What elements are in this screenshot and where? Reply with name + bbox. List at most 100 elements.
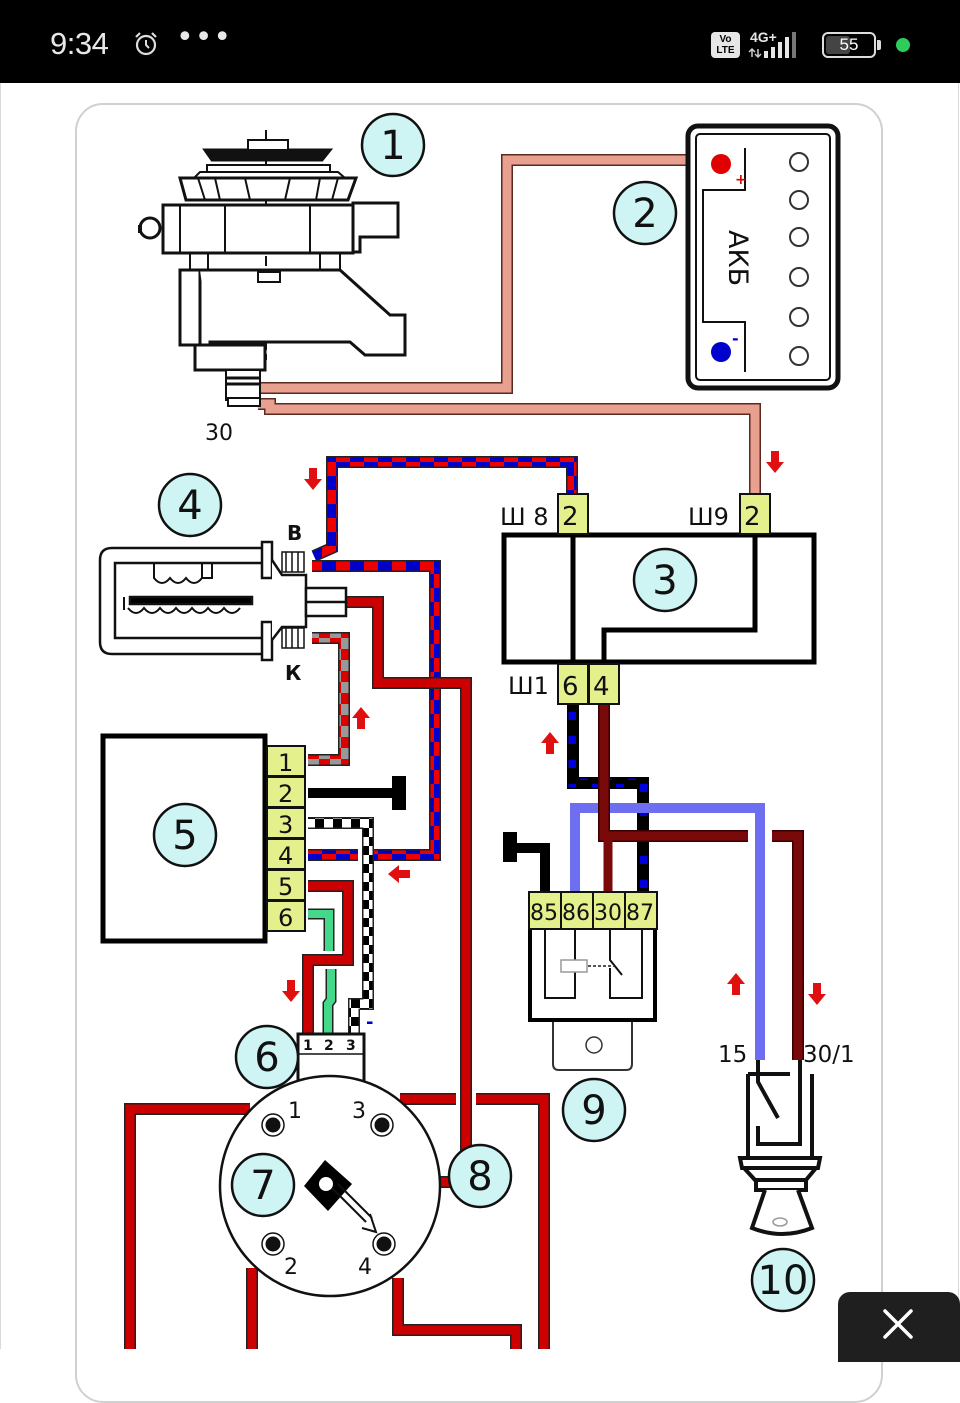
callout-8-label: 8 <box>467 1154 492 1200</box>
wire-black-ground <box>308 776 406 810</box>
distributor-pin-2-label: 2 <box>284 1255 298 1280</box>
coil-terminal-b-label: В <box>287 521 302 545</box>
sh1-pin-4-label: 4 <box>593 672 610 702</box>
sensor-pin-3-label: 3 <box>346 1038 356 1054</box>
relay-pin-87-label: 87 <box>626 901 654 926</box>
callout-5-label: 5 <box>172 813 197 859</box>
relay-pins <box>528 891 658 930</box>
viewer-edge-right <box>958 83 959 1349</box>
callout-7 <box>230 1152 296 1218</box>
close-icon <box>883 1309 913 1339</box>
switch-pin-6-label: 6 <box>278 904 293 932</box>
switch-pin-2-label: 2 <box>278 780 293 808</box>
callout-4 <box>157 472 223 538</box>
more-dots-icon: ••• <box>176 20 233 55</box>
generator[interactable] <box>138 130 407 407</box>
arrow-up-icon <box>727 973 745 995</box>
ignition-15-label: 15 <box>718 1042 747 1068</box>
generator-terminal-label: 30 <box>205 421 233 446</box>
ignition-coil[interactable] <box>98 540 348 662</box>
current-arrows <box>282 451 826 1005</box>
battery-minus-label: - <box>732 329 739 348</box>
callout-1 <box>360 112 426 178</box>
sensor-pin-1-label: 1 <box>303 1038 313 1054</box>
battery[interactable]: + - АКБ <box>685 123 841 391</box>
sh9-label: Ш9 <box>688 503 729 531</box>
wire-dark-red <box>598 705 804 1060</box>
relay-pin-86-label: 86 <box>562 901 590 926</box>
battery-fill <box>826 36 850 54</box>
callout-1-label: 1 <box>380 123 405 169</box>
callout-10 <box>750 1247 816 1313</box>
arrow-down-icon <box>304 468 322 490</box>
viewer-edge-left <box>0 83 1 1349</box>
ignition-30-1-label: 30/1 <box>803 1042 855 1068</box>
callout-2 <box>612 180 678 246</box>
callout-3 <box>632 547 698 613</box>
wire-black-white <box>308 817 374 1034</box>
callout-4-label: 4 <box>177 483 202 529</box>
wire-red-blue-switch <box>308 560 441 861</box>
arrow-down-icon <box>808 983 826 1005</box>
switch-pin-1-label: 1 <box>278 749 293 777</box>
callout-3-label: 3 <box>652 558 677 604</box>
sh8-pin-label: 2 <box>562 502 579 532</box>
switch-unit-pins <box>266 745 306 932</box>
wire-green-sensor <box>308 908 337 1034</box>
callout-6 <box>234 1024 300 1090</box>
battery-percent: 55 <box>839 35 859 54</box>
ignition-switch[interactable] <box>737 1060 823 1236</box>
arrow-up-icon <box>352 707 370 729</box>
battery-tip <box>877 40 881 50</box>
battery-akb-label: АКБ <box>722 230 753 286</box>
close-button[interactable] <box>838 1292 960 1362</box>
callout-9-label: 9 <box>581 1088 606 1134</box>
sh9-pin-label: 2 <box>744 502 761 532</box>
wire-red-gray <box>308 632 350 766</box>
network-type: 4G+ <box>750 30 777 45</box>
callout-5 <box>152 802 218 868</box>
alarm-clock-icon <box>135 32 157 56</box>
commutator-pins <box>557 493 771 705</box>
sh1-pin-6-label: 6 <box>562 672 579 702</box>
arrow-down-icon <box>282 980 300 1002</box>
wire-pink-sh9 <box>258 398 761 500</box>
switch-pin-5-label: 5 <box>278 873 293 901</box>
wire-black-relay-ground <box>503 832 550 896</box>
switch-pin-3-label: 3 <box>278 811 293 839</box>
callouts <box>152 112 816 1313</box>
callout-6-label: 6 <box>254 1035 279 1081</box>
arrow-down-icon <box>766 451 784 473</box>
switch-pin-4-label: 4 <box>278 842 293 870</box>
sh1-label: Ш1 <box>508 672 549 700</box>
battery-icon: 55 <box>822 32 876 58</box>
wire-red-sensor <box>302 880 354 1034</box>
arrow-left-icon <box>388 865 410 883</box>
distributor-cap[interactable] <box>218 1074 442 1298</box>
arrow-up-icon <box>541 732 559 754</box>
sensor-pin-2-label: 2 <box>324 1038 334 1054</box>
callout-8 <box>447 1143 513 1209</box>
sensor-minus-label: - <box>366 1012 373 1033</box>
battery-plus-label: + <box>735 172 747 188</box>
wire-light-blue <box>570 803 765 1060</box>
wire-red-blue-sh8 <box>311 456 578 562</box>
coil-terminal-k-label: К <box>285 661 302 685</box>
callout-7-label: 7 <box>250 1163 275 1209</box>
relay-pin-30-label: 30 <box>594 901 622 926</box>
distributor-pin-4-label: 4 <box>358 1255 372 1280</box>
distributor-pin-3-label: 3 <box>352 1099 366 1124</box>
callout-10-label: 10 <box>758 1258 809 1304</box>
wire-pink-battery <box>258 154 722 394</box>
callout-9 <box>561 1077 627 1143</box>
privacy-indicator-dot <box>896 38 910 52</box>
wiring-diagram[interactable]: - <box>0 0 960 1349</box>
distributor-pin-1-label: 1 <box>288 1099 302 1124</box>
status-time: 9:34 <box>50 26 109 61</box>
relay[interactable] <box>528 926 657 1071</box>
sh8-label: Ш 8 <box>500 503 549 531</box>
signal-icon: 4G+ <box>748 30 796 59</box>
callout-2-label: 2 <box>632 191 657 237</box>
